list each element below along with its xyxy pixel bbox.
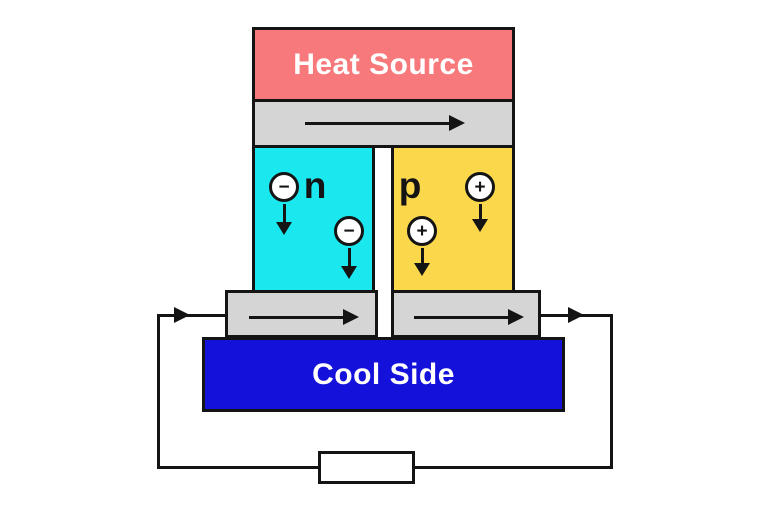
n-leg-label: n: [303, 165, 327, 206]
hole-symbol: +: [416, 220, 428, 242]
wire-left-horizontal: [157, 314, 225, 317]
heat-source-block: Heat Source: [252, 27, 515, 102]
electron-carrier: −: [334, 216, 364, 246]
wire-left-vertical: [157, 314, 160, 469]
electrode-left: [225, 290, 378, 338]
current-flow-arrow-icon: [414, 309, 524, 325]
current-direction-arrow-icon: [174, 307, 190, 323]
electron-motion-arrow-icon: [276, 204, 292, 235]
current-flow-arrow-icon: [249, 309, 359, 325]
current-direction-arrow-icon: [568, 307, 584, 323]
electron-symbol: −: [278, 176, 290, 198]
electron-motion-arrow-icon: [341, 248, 357, 279]
heat-source-label: Heat Source: [293, 47, 474, 81]
wire-right-vertical: [610, 314, 613, 469]
electrode-right: [391, 290, 541, 338]
resistor-load: [318, 451, 415, 484]
p-leg-label: p: [398, 165, 422, 206]
cool-side-label: Cool Side: [312, 357, 455, 391]
hole-motion-arrow-icon: [414, 248, 430, 276]
hole-carrier: +: [465, 172, 495, 202]
hole-symbol: +: [474, 176, 486, 198]
heat-flow-arrow-icon: [305, 115, 465, 131]
electron-carrier: −: [269, 172, 299, 202]
hole-motion-arrow-icon: [472, 204, 488, 232]
top-conductor: [252, 99, 515, 148]
cool-side-block: Cool Side: [202, 337, 565, 412]
hole-carrier: +: [407, 216, 437, 246]
electron-symbol: −: [343, 220, 355, 242]
